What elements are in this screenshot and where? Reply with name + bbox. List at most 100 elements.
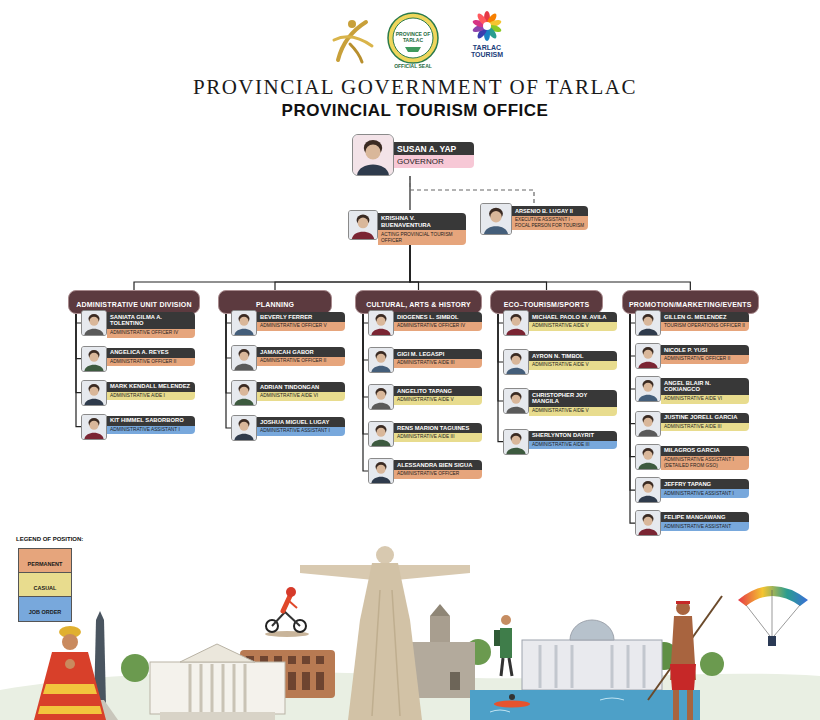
- org-connector: [410, 245, 419, 290]
- portrait-face: [490, 211, 501, 222]
- portrait: [369, 422, 393, 446]
- portrait-ground: [636, 344, 660, 368]
- photo-frame: [635, 310, 661, 336]
- position-title: ADMINISTRATIVE ASSISTANT I: [661, 489, 749, 498]
- photo-frame: [352, 134, 394, 176]
- portrait: [369, 311, 393, 335]
- church: [430, 604, 450, 616]
- person-name: SANIATA GILMA A. TOLENTINO: [107, 312, 195, 329]
- portrait-body: [371, 440, 390, 446]
- portrait-face: [365, 144, 380, 159]
- logo-text: OFFICIAL SEAL: [383, 64, 443, 70]
- portrait: [82, 311, 106, 335]
- portrait: [636, 478, 660, 502]
- photo-frame: [635, 477, 661, 503]
- name-plate: KRISHNA V. BUENAVENTURAACTING PROVINCIAL…: [378, 213, 466, 245]
- person-name: FELIPE MANGAWANG: [661, 512, 749, 522]
- staff-card: KIT HIMMEL SABORBOROADMINISTRATIVE ASSIS…: [81, 414, 195, 440]
- staff-card: NICOLE P. YUSIADMINISTRATIVE OFFICER II: [635, 343, 749, 369]
- photo-frame: [368, 458, 394, 484]
- staff-card: MICHAEL PAOLO M. AVILAADMINISTRATIVE AID…: [503, 310, 617, 336]
- division-name: ECO–TOURISM/SPORTS: [504, 301, 590, 308]
- name-plate: JAMAICAH GABORADMINISTRATIVE OFFICER II: [257, 347, 345, 366]
- staff-card: CHRISTOPHER JOY MANGILAADMINISTRATIVE AI…: [503, 388, 617, 416]
- photo-frame: [635, 376, 661, 402]
- staff-card: ADRIAN TINDONGANADMINISTRATIVE AIDE VI: [231, 380, 345, 406]
- portrait: [232, 311, 256, 335]
- government-building: [627, 645, 630, 688]
- photo-frame: [231, 310, 257, 336]
- photo-frame: [231, 380, 257, 406]
- staff-card: SANIATA GILMA A. TOLENTINOADMINISTRATIVE…: [81, 310, 195, 338]
- portrait-ground: [504, 430, 528, 454]
- label-box: OFFICIAL SEAL: [383, 64, 443, 70]
- government-building: [522, 640, 662, 690]
- division-name: PROMOTION/MARKETING/EVENTS: [629, 301, 752, 308]
- motocross-rider: [283, 596, 290, 611]
- portrait-ground: [636, 412, 660, 436]
- portrait: [504, 311, 528, 335]
- photo-frame: [635, 411, 661, 437]
- portrait-face: [643, 484, 652, 493]
- photo-frame: [503, 310, 529, 336]
- photo-frame: [503, 388, 529, 414]
- person-name: SHERLYNTON DAYRIT: [529, 431, 617, 441]
- portrait-ground: [82, 381, 106, 405]
- position-title: ADMINISTRATIVE AIDE III: [394, 433, 482, 442]
- legend-swatch: JOB ORDER: [18, 596, 72, 622]
- staff-card: ANGEL BLAIR N. COKIANGCOADMINISTRATIVE A…: [635, 376, 749, 404]
- portrait-face: [511, 356, 520, 365]
- native-figure: [687, 690, 693, 720]
- label-box: PROVINCIAL TOURISM OFFICE: [10, 101, 820, 121]
- church: [450, 672, 460, 690]
- name-plate: ALESSANDRA BIEN SIGUAADMINISTRATIVE OFFI…: [394, 460, 482, 479]
- dancer-figure: [62, 634, 78, 650]
- name-plate: RENS MARION TAGUINESADMINISTRATIVE AIDE …: [394, 423, 482, 442]
- portrait-body: [357, 165, 389, 176]
- portrait-face: [643, 317, 652, 326]
- hiker-figure: [501, 658, 503, 676]
- portrait: [369, 385, 393, 409]
- position-title: ACTING PROVINCIAL TOURISM OFFICER: [378, 230, 466, 245]
- portrait-body: [234, 434, 253, 440]
- portrait-face: [376, 354, 385, 363]
- person-name: GILLEN G. MELENDEZ: [661, 312, 749, 322]
- portrait-body: [352, 232, 374, 239]
- river: [509, 694, 515, 700]
- portrait: [232, 416, 256, 440]
- staff-card: MARK KENDALL MELENDEZADMINISTRATIVE AIDE…: [81, 380, 195, 406]
- person-name: KRISHNA V. BUENAVENTURA: [378, 213, 466, 230]
- person-name: MICHAEL PAOLO M. AVILA: [529, 312, 617, 322]
- portrait-body: [371, 403, 390, 409]
- capitol-building: [160, 712, 275, 720]
- staff-card: JUSTINE JORELL GARCIAADMINISTRATIVE AIDE…: [635, 411, 749, 437]
- photo-frame: [635, 444, 661, 470]
- logo-text: PROVINCE OF TARLAC: [394, 32, 432, 44]
- person-name: SUSAN A. YAP: [394, 142, 474, 155]
- position-title: TOURISM OPERATIONS OFFICER II: [661, 322, 749, 331]
- river: [470, 690, 700, 720]
- legend-text: PERMANENT: [28, 561, 63, 567]
- division-name: ADMINISTRATIVE UNIT DIVISION: [76, 301, 192, 308]
- person-name: JAMAICAH GABOR: [257, 347, 345, 357]
- paraglider: [774, 605, 800, 636]
- dancer-figure: [43, 684, 97, 694]
- person-name: RENS MARION TAGUINES: [394, 423, 482, 433]
- colosseum: [288, 656, 296, 664]
- staff-card: ANGELITO TAPANGADMINISTRATIVE AIDE V: [368, 384, 482, 410]
- name-plate: GILLEN G. MELENDEZTOURISM OPERATIONS OFF…: [661, 312, 749, 331]
- staff-card: BEVERLY FERRERADMINISTRATIVE OFFICER V: [231, 310, 345, 336]
- name-plate: SHERLYNTON DAYRITADMINISTRATIVE AIDE III: [529, 431, 617, 450]
- name-plate: SANIATA GILMA A. TOLENTINOADMINISTRATIVE…: [107, 312, 195, 338]
- name-plate: JEFFRY TAPANGADMINISTRATIVE ASSISTANT I: [661, 479, 749, 498]
- province-logo: [334, 20, 372, 62]
- government-building: [522, 620, 662, 690]
- capitol-building: [200, 664, 203, 712]
- portrait: [82, 347, 106, 371]
- paraglider: [746, 605, 770, 636]
- native-figure: [676, 601, 690, 604]
- label-box: PROVINCE OF TARLAC: [394, 32, 432, 44]
- portrait-face: [511, 317, 520, 326]
